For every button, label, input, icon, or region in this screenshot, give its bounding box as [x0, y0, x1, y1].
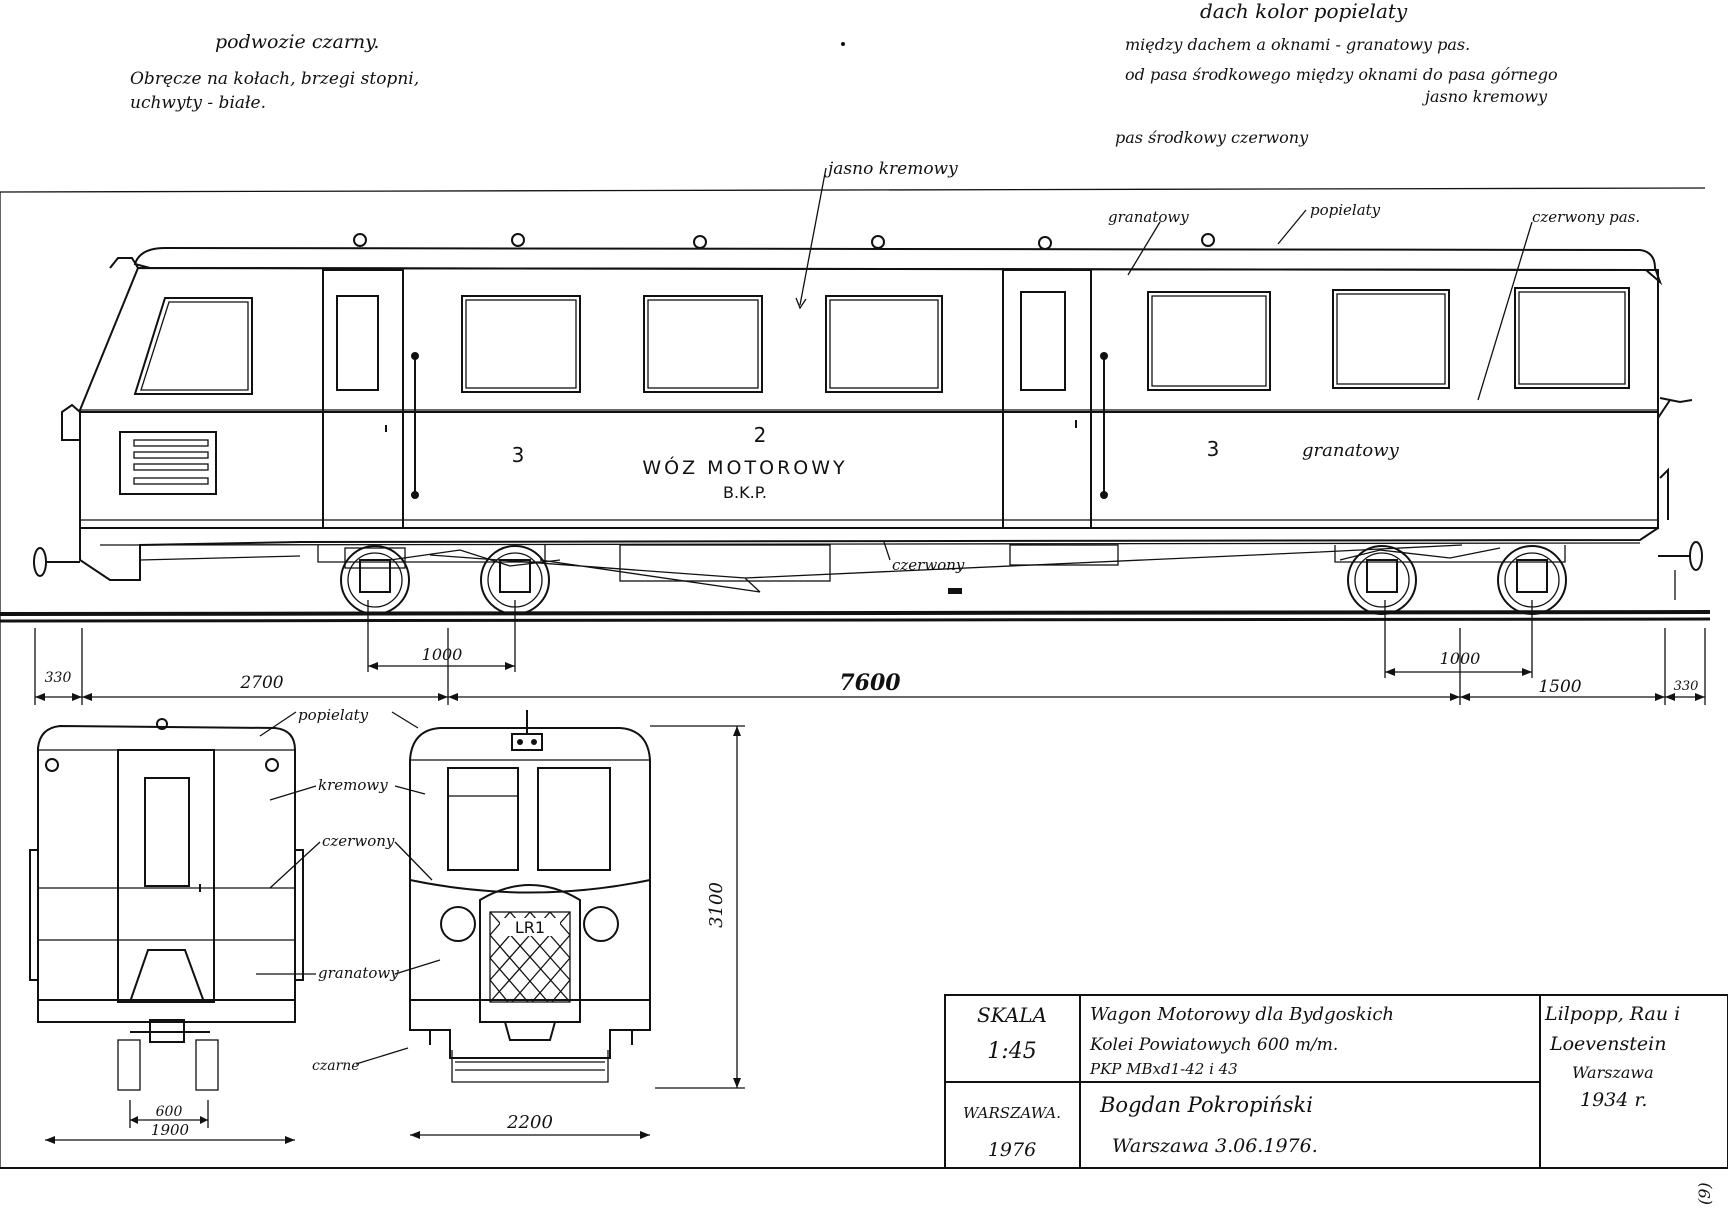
dim-600: 600 — [156, 1104, 183, 1120]
grab-handles — [385, 352, 1108, 499]
door-right — [1002, 269, 1092, 529]
scale-value: 1:45 — [987, 1039, 1036, 1064]
note-right-line-3: od pasa środkowego między oknami do pasa… — [1125, 65, 1558, 84]
author: Bogdan Pokropiński — [1099, 1093, 1313, 1117]
desc-line-1: Wagon Motorowy dla Bydgoskich — [1090, 1004, 1394, 1025]
maker-line-3: Warszawa — [1572, 1063, 1654, 1082]
label-end-popielaty: popielaty — [298, 706, 369, 724]
note-right-line-4: jasno kremowy — [1422, 87, 1548, 106]
notes-right: dach kolor popielaty między dachem a okn… — [1115, 0, 1558, 147]
notes-left: podwozie czarny. Obręcze na kołach, brze… — [130, 31, 419, 113]
class-number-left: 3 — [512, 443, 525, 467]
drawing-year: 1976 — [988, 1139, 1036, 1161]
dim-330-left: 330 — [45, 670, 72, 686]
front-lamp-left — [440, 906, 476, 942]
maker-line-2: Loevenstein — [1549, 1033, 1666, 1055]
roof-vents — [353, 233, 1215, 250]
dim-1900: 1900 — [151, 1121, 190, 1139]
dim-3100: 3100 — [706, 882, 727, 928]
label-granatowy-body: granatowy — [1302, 440, 1400, 461]
label-granatowy-top: granatowy — [1108, 208, 1189, 226]
note-left-line-2: Obręcze na kołach, brzegi stopni, — [130, 69, 419, 89]
dim-1500: 1500 — [1538, 677, 1581, 697]
end-callouts: popielaty kremowy czerwony granatowy cza… — [256, 706, 441, 1074]
door-left — [322, 269, 404, 529]
front-end-view: LR1 2200 3100 — [409, 710, 745, 1139]
note-right-line-1: dach kolor popielaty — [1200, 0, 1408, 23]
title-block: SKALA 1:45 Wagon Motorowy dla Bydgoskich… — [944, 994, 1728, 1169]
city-label: WARSZAWA. — [963, 1104, 1061, 1122]
label-popielaty-top: popielaty — [1310, 201, 1381, 219]
radiator-grille — [119, 431, 217, 495]
side-callouts: jasno kremowy granatowy popielaty czerwo… — [795, 159, 1640, 574]
sheet-mark: (9) — [1695, 1182, 1714, 1205]
rear-door-window — [144, 777, 190, 887]
class-number-center: 2 — [754, 423, 767, 447]
place-date: Warszawa 3.06.1976. — [1112, 1135, 1318, 1157]
front-plate: LR1 — [515, 918, 545, 937]
note-right-line-2: między dachem a oknami - granatowy pas. — [1125, 35, 1470, 54]
car-title: WÓZ MOTOROWY — [642, 455, 847, 479]
rail — [0, 610, 1711, 616]
rear-body — [37, 724, 296, 1023]
front-window-right — [537, 767, 611, 871]
scale-label: SKALA — [977, 1003, 1047, 1027]
label-czerwony-pas: czerwony pas. — [1532, 208, 1640, 226]
underframe — [79, 527, 1659, 594]
door-left-window — [336, 295, 379, 391]
maker-line-1: Lilpopp, Rau i — [1544, 1003, 1680, 1025]
label-end-czarne: czarne — [312, 1058, 360, 1074]
rear-end-view: 600 1900 — [29, 718, 304, 1144]
class-number-right: 3 — [1207, 437, 1220, 461]
side-dimensions: 330 2700 7600 1500 330 1000 1000 — [34, 600, 1706, 705]
dim-7600: 7600 — [839, 670, 901, 696]
label-czerwony-under: czerwony — [892, 556, 965, 574]
note-right-line-5: pas środkowy czerwony — [1115, 128, 1309, 147]
dim-1000-right: 1000 — [1440, 649, 1481, 668]
front-window-left — [447, 767, 519, 871]
desc-line-3: PKP MBxd1-42 i 43 — [1089, 1060, 1238, 1078]
side-windows — [133, 287, 1630, 395]
dim-330-right: 330 — [1674, 679, 1699, 694]
rear-door — [117, 749, 215, 1003]
roof — [133, 246, 1663, 286]
label-jasno-kremowy: jasno kremowy — [824, 159, 958, 179]
label-end-kremowy: kremowy — [318, 776, 388, 794]
front-radiator — [479, 884, 581, 1023]
desc-line-2: Kolei Powiatowych 600 m/m. — [1089, 1035, 1338, 1055]
door-right-window — [1020, 291, 1066, 391]
label-end-granatowy: granatowy — [318, 964, 399, 982]
front-lamp-right — [583, 906, 619, 942]
owner-mark: B.K.P. — [723, 483, 767, 502]
dim-2200: 2200 — [506, 1112, 553, 1133]
dim-1000-left: 1000 — [422, 645, 463, 664]
car-body — [79, 266, 1659, 529]
note-left-line-3: uchwyty - białe. — [130, 93, 266, 113]
ink-dot — [841, 42, 845, 46]
dim-2700: 2700 — [239, 673, 283, 693]
side-elevation: 3 2 3 WÓZ MOTOROWY B.K.P. — [0, 159, 1711, 705]
couplers — [33, 541, 1703, 600]
front-body — [409, 727, 651, 1059]
maker-year: 1934 r. — [1580, 1089, 1647, 1111]
note-left-line-1: podwozie czarny. — [215, 31, 379, 53]
label-end-czerwony: czerwony — [322, 832, 395, 850]
